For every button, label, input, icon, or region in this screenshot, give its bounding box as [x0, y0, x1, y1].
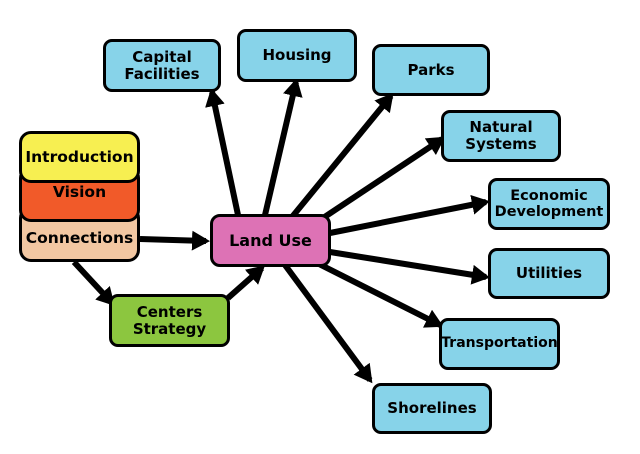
land-use-label: Land Use [229, 230, 312, 250]
arrow-to-parks [289, 92, 394, 219]
centers-strategy-box: Centers Strategy [109, 294, 230, 347]
arrow-centers-to-land-use [226, 265, 265, 301]
capital-facilities-box: Capital Facilities [103, 39, 221, 92]
utilities-label: Utilities [515, 264, 583, 283]
housing-box: Housing [237, 29, 357, 82]
arrow-to-natural-systems [318, 136, 446, 223]
introduction-label: Introduction [25, 148, 134, 166]
arrow-to-transportation [315, 260, 444, 328]
parks-label: Parks [407, 60, 455, 79]
arrow-to-shorelines [282, 263, 373, 384]
introduction-box: Introduction [19, 131, 140, 183]
capital-facilities-label: Capital Facilities [124, 47, 200, 83]
centers-strategy-label: Centers Strategy [132, 302, 207, 338]
arrow-to-capital-facilities [205, 88, 241, 216]
natural-systems-label: Natural Systems [465, 118, 537, 153]
arrow-to-housing [262, 78, 303, 216]
vision-label: Vision [52, 183, 107, 201]
utilities-box: Utilities [488, 248, 610, 299]
connections-label: Connections [25, 229, 134, 247]
arrow-to-economic-development [329, 194, 490, 236]
shorelines-label: Shorelines [387, 399, 477, 418]
transportation-box: Transportation [439, 318, 560, 370]
arrow-connections-to-land-use [139, 230, 210, 251]
arrow-to-utilities [329, 249, 490, 285]
economic-development-label: Economic Development [494, 187, 604, 220]
shorelines-box: Shorelines [372, 383, 492, 434]
natural-systems-box: Natural Systems [441, 110, 561, 162]
housing-label: Housing [262, 46, 332, 65]
parks-box: Parks [372, 44, 490, 96]
arrow-connections-to-centers [71, 259, 115, 306]
land-use-box: Land Use [210, 214, 331, 267]
economic-development-box: Economic Development [488, 178, 610, 230]
transportation-label: Transportation [441, 335, 558, 352]
